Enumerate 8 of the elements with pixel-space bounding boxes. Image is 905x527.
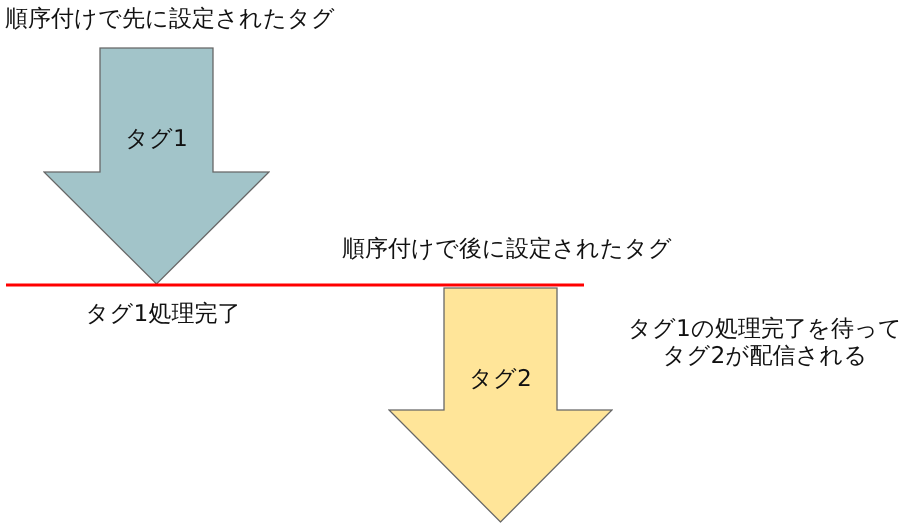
arrow-heading: 順序付けで後に設定されたタグ — [342, 236, 672, 263]
arrow-label: タグ1 — [125, 126, 188, 153]
arrow-heading: 順序付けで先に設定されたタグ — [5, 6, 335, 33]
down-arrow-shape — [43, 47, 270, 285]
completion-label: タグ1処理完了 — [86, 301, 240, 328]
arrow-label: タグ2 — [469, 366, 532, 393]
note-text: タグ1の処理完了を待ってタグ2が配信される — [627, 316, 903, 370]
down-arrow-shape — [388, 287, 613, 523]
